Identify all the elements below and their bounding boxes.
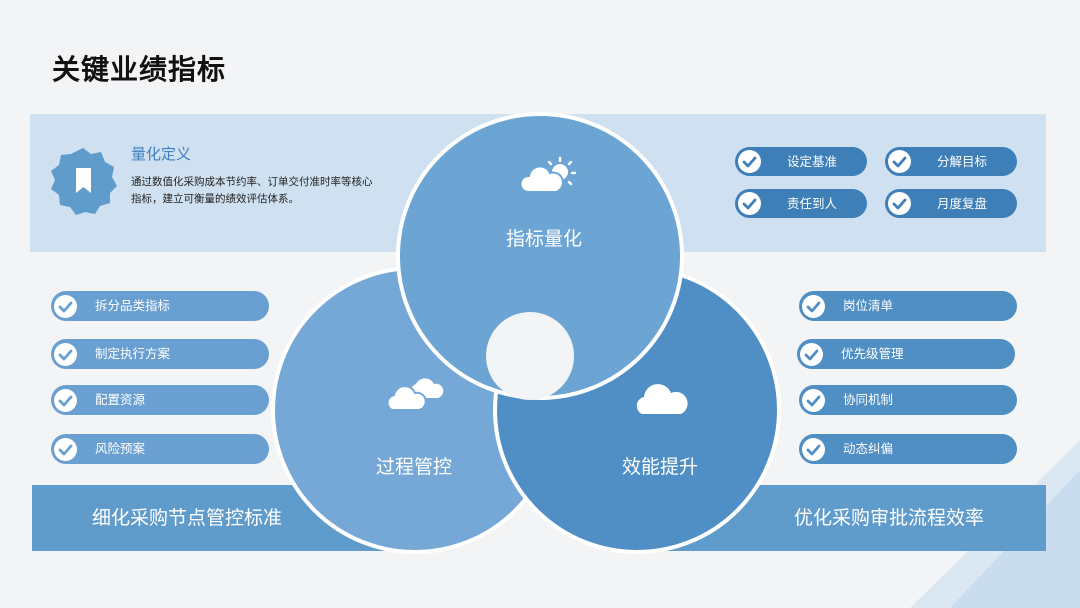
top-pill-monthly-review[interactable]: 月度复盘 <box>885 189 1017 218</box>
top-pill-label: 责任到人 <box>786 196 837 211</box>
cloud-icon <box>636 384 688 414</box>
left-pill-label: 风险预案 <box>95 441 146 456</box>
top-pill-label: 设定基准 <box>786 154 837 169</box>
check-icon <box>54 437 77 461</box>
top-pill-label: 月度复盘 <box>936 196 987 211</box>
left-pill-label: 配置资源 <box>95 392 146 407</box>
check-icon <box>738 150 761 173</box>
check-icon <box>54 388 77 412</box>
check-icon <box>802 437 825 461</box>
left-band-text: 细化采购节点管控标准 <box>92 507 283 529</box>
bookmark-badge-icon <box>51 148 117 215</box>
definition-title: 量化定义 <box>131 145 192 163</box>
right-pill-coordination[interactable]: 协同机制 <box>799 385 1017 415</box>
right-pill-label: 协同机制 <box>843 392 894 407</box>
check-icon <box>888 192 911 215</box>
left-pill-label: 制定执行方案 <box>95 346 171 361</box>
right-pill-position-list[interactable]: 岗位清单 <box>799 291 1017 321</box>
check-icon <box>888 150 911 173</box>
clouds-icon <box>386 378 444 411</box>
check-icon <box>802 294 825 318</box>
left-pill-split-category-metrics[interactable]: 拆分品类指标 <box>51 291 269 321</box>
right-pill-label: 岗位清单 <box>843 298 894 313</box>
left-pill-label: 拆分品类指标 <box>95 298 171 313</box>
check-icon <box>54 294 77 318</box>
venn-label-left: 过程管控 <box>375 456 453 478</box>
right-pill-label: 优先级管理 <box>841 346 904 361</box>
check-icon <box>738 192 761 215</box>
definition-text: 通过数值化采购成本节约率、订单交付准时率等核心指标，建立可衡量的绩效评估体系。 <box>131 176 373 205</box>
check-icon <box>54 342 77 366</box>
left-pill-execution-plan[interactable]: 制定执行方案 <box>51 339 269 369</box>
check-icon <box>800 342 823 366</box>
top-pill-decompose-goals[interactable]: 分解目标 <box>885 147 1017 176</box>
left-pill-risk-plan[interactable]: 风险预案 <box>51 434 269 464</box>
page-title: 关键业绩指标 <box>52 53 227 86</box>
venn-label-top: 指标量化 <box>505 228 583 250</box>
top-pill-assign-responsibility[interactable]: 责任到人 <box>735 189 867 218</box>
cloud-sun-icon <box>519 156 577 193</box>
left-pill-allocate-resources[interactable]: 配置资源 <box>51 385 269 415</box>
right-pill-priority-management[interactable]: 优先级管理 <box>797 339 1015 369</box>
venn-label-right: 效能提升 <box>621 456 699 478</box>
check-icon <box>802 388 825 412</box>
right-band-text: 优化采购审批流程效率 <box>794 507 985 529</box>
right-pill-label: 动态纠偏 <box>843 441 894 456</box>
venn-center <box>486 312 574 400</box>
top-pill-label: 分解目标 <box>936 154 987 169</box>
right-pill-dynamic-correction[interactable]: 动态纠偏 <box>799 434 1017 464</box>
top-pill-set-baseline[interactable]: 设定基准 <box>735 147 867 176</box>
